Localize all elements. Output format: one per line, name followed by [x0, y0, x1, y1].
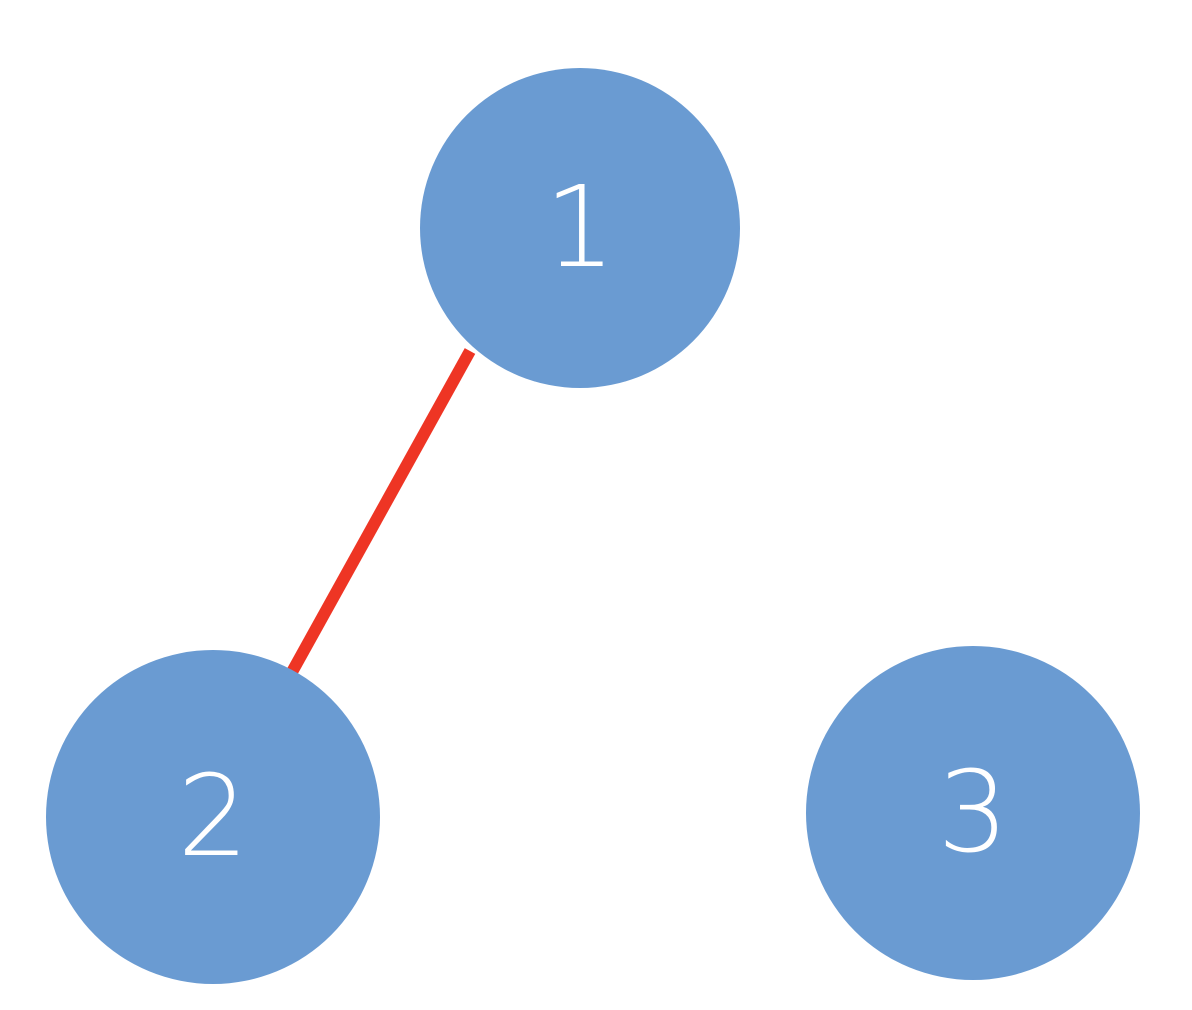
node-2[interactable]: 2 — [46, 650, 380, 984]
node-3-circle[interactable] — [806, 646, 1140, 980]
node-2-circle[interactable] — [46, 650, 380, 984]
node-2-label: 2 — [177, 752, 248, 882]
node-layer: 1 2 3 — [46, 68, 1140, 984]
edge-1-2[interactable] — [286, 348, 476, 675]
node-1-circle[interactable] — [420, 68, 740, 388]
node-3-label: 3 — [937, 748, 1008, 878]
node-3[interactable]: 3 — [806, 646, 1140, 980]
node-1[interactable]: 1 — [420, 68, 740, 388]
edge-layer — [286, 348, 476, 675]
node-1-label: 1 — [544, 163, 615, 293]
